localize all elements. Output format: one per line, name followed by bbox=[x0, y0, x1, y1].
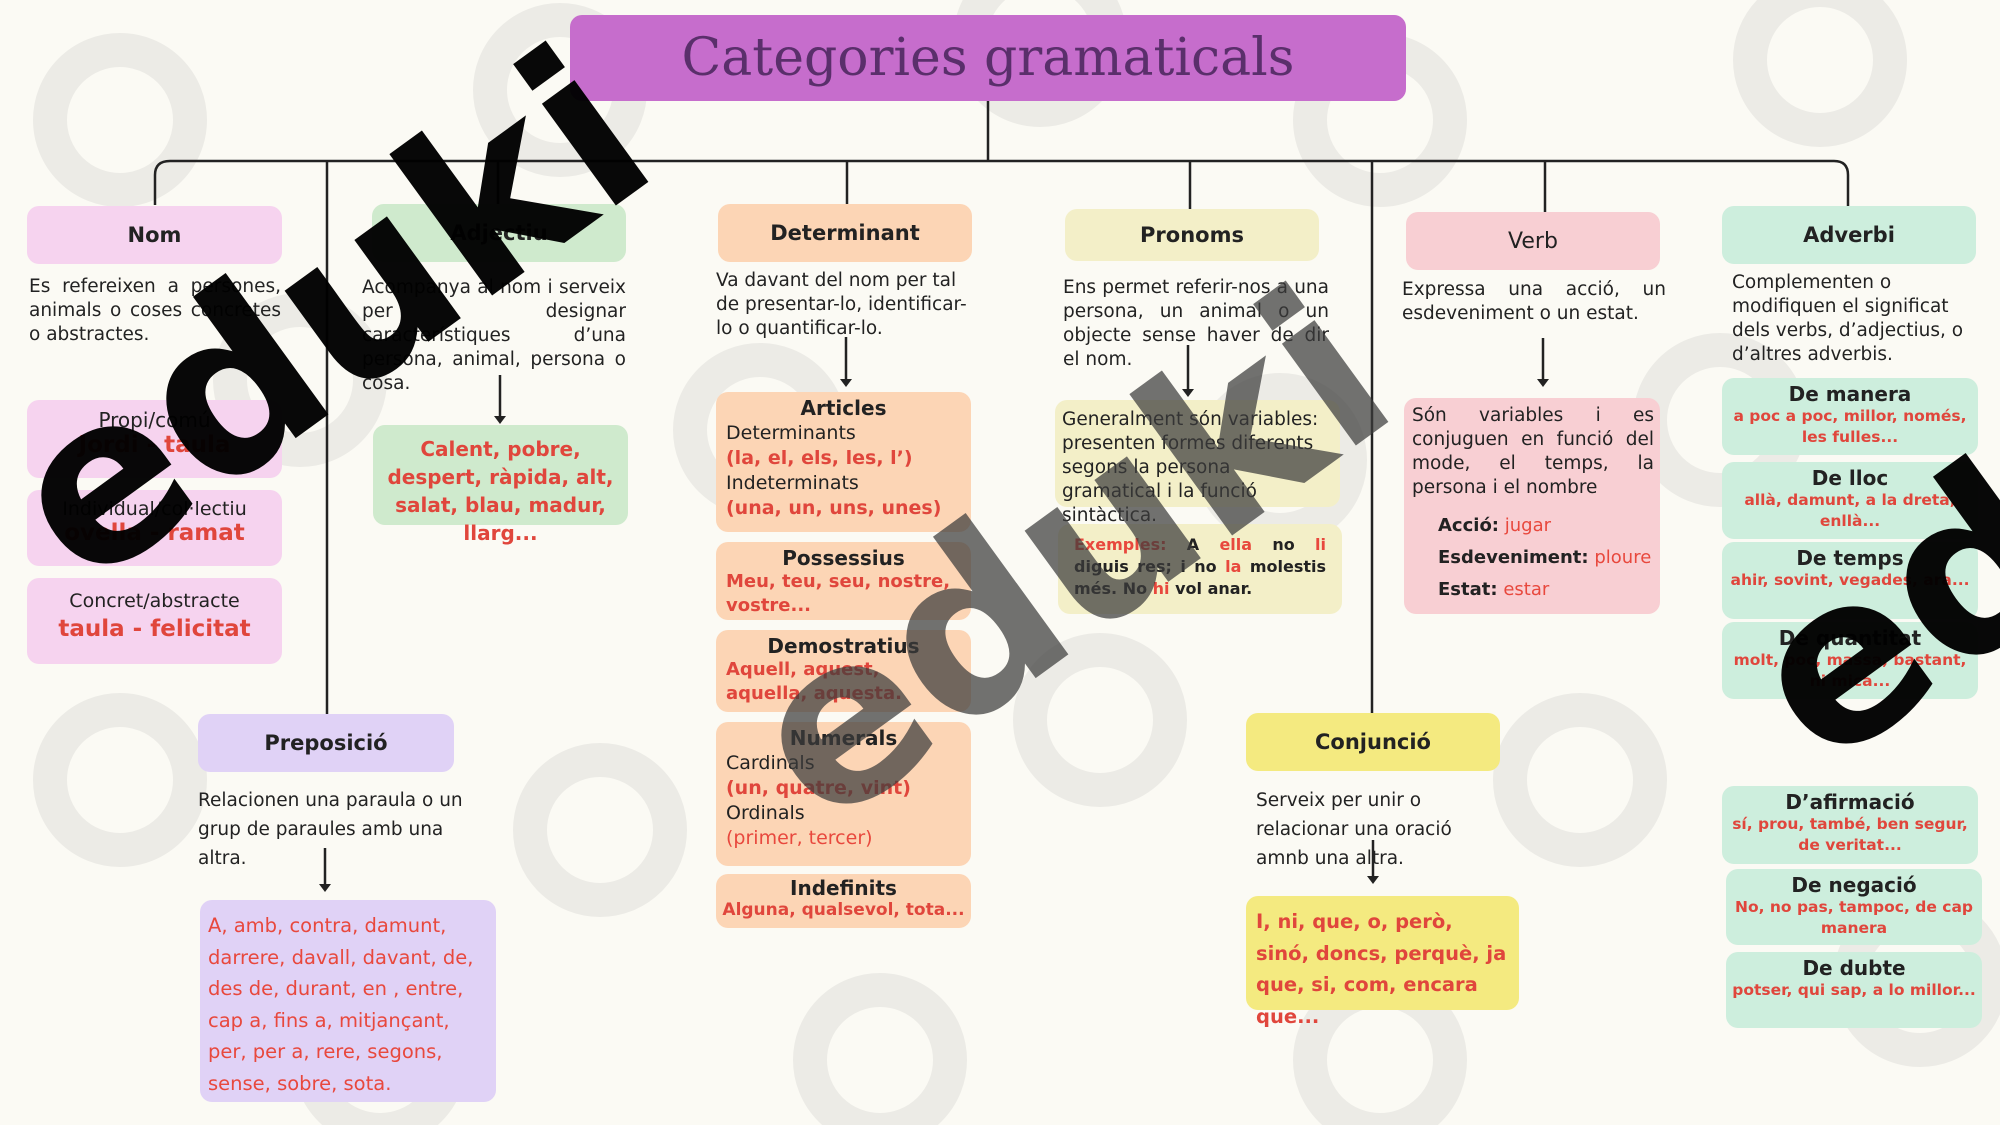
pronoms-header: Pronoms bbox=[1065, 209, 1319, 261]
preposicio-description: Relacionen una paraula o un grup de para… bbox=[198, 790, 463, 869]
pronoms-ex-text: molestis més. No bbox=[1074, 557, 1327, 598]
articles-indeterminats-examples: (una, un, uns, unes) bbox=[726, 497, 942, 519]
adjectiu-header: Adjectiu bbox=[372, 204, 626, 262]
articles-indeterminats-label: Indeterminats bbox=[726, 472, 859, 494]
adverbi-dubte-title: De dubte bbox=[1802, 956, 1906, 980]
verb-header: Verb bbox=[1406, 212, 1660, 270]
nom-individual-example: ovella - ramat bbox=[64, 520, 245, 546]
nom-individual-box: Individual/col·lectiu ovella - ramat bbox=[27, 490, 282, 566]
page-title: Categories gramaticals bbox=[570, 15, 1406, 101]
verb-description: Expressa una acció, un esdeveniment o un… bbox=[1402, 279, 1666, 324]
conjuncio-examples: I, ni, que, o, però, sinó, doncs, perquè… bbox=[1246, 896, 1519, 1028]
adverbi-temps-examples: ahir, sovint, vegades, ara... bbox=[1730, 571, 1970, 589]
numerals-cardinals-label: Cardinals bbox=[726, 752, 815, 774]
adverbi-temps-box: De temps ahir, sovint, vegades, ara... bbox=[1722, 542, 1978, 619]
adverbi-manera-box: De manera a poc a poc, millor, només, le… bbox=[1722, 378, 1978, 455]
pronoms-ex-text: vol anar. bbox=[1175, 579, 1253, 598]
determinant-numerals-box: Numerals Cardinals (un, quatre, vint) Or… bbox=[716, 722, 971, 866]
numerals-title: Numerals bbox=[789, 726, 898, 750]
determinant-description: Va davant del nom per tal de presentar-l… bbox=[716, 270, 967, 339]
demostratius-examples: Aquell, aquest, aquella, aquesta. bbox=[726, 659, 903, 704]
adverbi-afirmacio-box: D’afirmació sí, prou, també, ben segur, … bbox=[1722, 786, 1978, 864]
pronoms-examples-box: Exemples: A ella no li diguis res; i no … bbox=[1058, 524, 1342, 614]
numerals-cardinals-examples: (un, quatre, vint) bbox=[726, 777, 911, 799]
numerals-ordinals-examples: (primer, tercer) bbox=[726, 827, 873, 849]
indefinits-title: Indefinits bbox=[790, 876, 897, 900]
nom-concret-example: taula - felicitat bbox=[58, 616, 251, 642]
adverbi-lloc-box: De lloc allà, damunt, a la dreta, enllà.… bbox=[1722, 462, 1978, 539]
adverbi-afirmacio-title: D’afirmació bbox=[1785, 790, 1915, 814]
verb-box: Són variables i es conjuguen en funció d… bbox=[1404, 398, 1660, 614]
nom-propi-label: Propi/comú bbox=[98, 408, 211, 432]
adverbi-dubte-examples: potser, qui sap, a lo millor... bbox=[1732, 981, 1976, 999]
pronoms-description: Ens permet referir-nos a una persona, un… bbox=[1063, 277, 1329, 370]
nom-propi-example: Jordi - taula bbox=[78, 432, 231, 458]
pronoms-ex-pronoun: la bbox=[1225, 557, 1242, 576]
possessius-examples: Meu, teu, seu, nostre, vostre... bbox=[726, 571, 951, 616]
nom-concret-label: Concret/abstracte bbox=[69, 590, 240, 612]
determinant-demostratius-box: Demostratius Aquell, aquest, aquella, aq… bbox=[716, 630, 971, 712]
adverbi-manera-examples: a poc a poc, millor, només, les fulles..… bbox=[1733, 407, 1967, 446]
pronoms-ex-pronoun: ella bbox=[1219, 535, 1253, 554]
pronoms-ex-text: diguis res; i no bbox=[1074, 557, 1217, 576]
articles-determinants-label: Determinants bbox=[726, 422, 856, 444]
conjuncio-description: Serveix per unir o relacionar una oració… bbox=[1256, 790, 1452, 869]
adverbi-temps-title: De temps bbox=[1796, 546, 1904, 570]
pronoms-ex-text: no bbox=[1272, 535, 1295, 554]
nom-header: Nom bbox=[27, 206, 282, 264]
adverbi-quantitat-examples: molt, poc, massa, bastant, ni mica... bbox=[1733, 651, 1967, 690]
adverbi-quantitat-box: De quantitat molt, poc, massa, bastant, … bbox=[1722, 622, 1978, 699]
adverbi-header: Adverbi bbox=[1722, 206, 1976, 264]
preposicio-header: Preposició bbox=[198, 714, 454, 772]
nom-individual-label: Individual/col·lectiu bbox=[62, 498, 247, 520]
adverbi-negacio-examples: No, no pas, tampoc, de cap manera bbox=[1734, 898, 1974, 937]
adverbi-quantitat-title: De quantitat bbox=[1778, 626, 1922, 650]
adjectiu-description: Acompanya al nom i serveix per designar … bbox=[362, 277, 626, 394]
nom-concret-box: Concret/abstracte taula - felicitat bbox=[27, 578, 282, 664]
conjuncio-header: Conjunció bbox=[1246, 713, 1500, 771]
preposicio-examples: A, amb, contra, damunt, darrere, davall,… bbox=[200, 900, 496, 1102]
verb-esdeveniment: Esdeveniment: ploure bbox=[1438, 547, 1652, 568]
possessius-title: Possessius bbox=[782, 546, 905, 570]
adjectiu-examples: Calent, pobre, despert, ràpida, alt, sal… bbox=[373, 425, 628, 545]
nom-description: Es refereixen a persones, animals o cose… bbox=[29, 276, 281, 345]
adverbi-description: Complementen o modifiquen el significat … bbox=[1732, 272, 1964, 365]
adverbi-dubte-box: De dubte potser, qui sap, a lo millor... bbox=[1726, 952, 1982, 1028]
demostratius-title: Demostratius bbox=[767, 634, 920, 658]
adverbi-manera-title: De manera bbox=[1788, 382, 1912, 406]
pronoms-ex-text: A bbox=[1186, 535, 1200, 554]
pronoms-examples-label: Exemples: bbox=[1074, 535, 1167, 554]
verb-estat: Estat: estar bbox=[1438, 579, 1550, 600]
determinant-possessius-box: Possessius Meu, teu, seu, nostre, vostre… bbox=[716, 542, 971, 620]
determinant-header: Determinant bbox=[718, 204, 972, 262]
adverbi-negacio-box: De negació No, no pas, tampoc, de cap ma… bbox=[1726, 869, 1982, 945]
verb-box-text: Són variables i es conjuguen en funció d… bbox=[1412, 405, 1654, 498]
adverbi-lloc-examples: allà, damunt, a la dreta, enllà... bbox=[1744, 491, 1956, 530]
articles-determinants-examples: (la, el, els, les, l’) bbox=[726, 447, 913, 469]
articles-title: Articles bbox=[800, 396, 887, 420]
pronoms-ex-pronoun: hi bbox=[1152, 579, 1170, 598]
numerals-ordinals-label: Ordinals bbox=[726, 802, 805, 824]
adverbi-lloc-title: De lloc bbox=[1811, 466, 1889, 490]
adverbi-negacio-title: De negació bbox=[1791, 873, 1917, 897]
pronoms-variables-box: Generalment són variables: presenten for… bbox=[1055, 400, 1340, 526]
nom-propi-box: Propi/comú Jordi - taula bbox=[27, 400, 282, 478]
pronoms-ex-pronoun: li bbox=[1315, 535, 1326, 554]
determinant-articles-box: Articles Determinants (la, el, els, les,… bbox=[716, 392, 971, 532]
determinant-indefinits-box: Indefinits Alguna, qualsevol, tota... bbox=[716, 874, 971, 928]
verb-accio: Acció: jugar bbox=[1438, 515, 1552, 536]
adverbi-afirmacio-examples: sí, prou, també, ben segur, de veritat..… bbox=[1732, 815, 1968, 854]
indefinits-examples: Alguna, qualsevol, tota... bbox=[722, 900, 965, 920]
